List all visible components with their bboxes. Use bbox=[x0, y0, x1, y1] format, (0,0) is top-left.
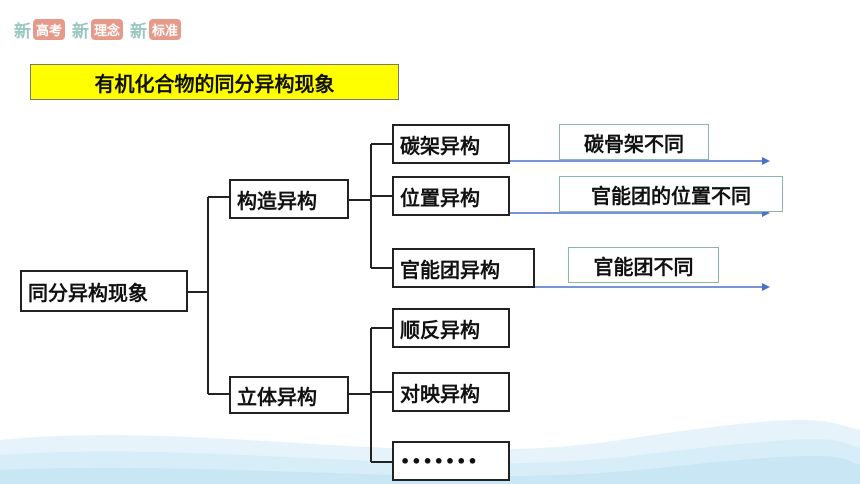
logo-tag-1: 高考 bbox=[33, 18, 66, 40]
node-stereoisomerism: 立体异构 bbox=[229, 376, 349, 414]
node-carbon-skeleton-isomerism: 碳架异构 bbox=[392, 124, 510, 164]
result-carbon-skeleton: 碳骨架不同 bbox=[559, 124, 709, 160]
node-position-isomerism: 位置异构 bbox=[392, 176, 510, 216]
node-cis-trans-isomerism: 顺反异构 bbox=[392, 308, 510, 348]
node-enantiomerism: 对映异构 bbox=[392, 372, 510, 412]
result-functional-group: 官能团不同 bbox=[568, 247, 719, 283]
connector-stereo bbox=[349, 327, 392, 463]
brand-logo: 新 高考 新 理念 新 标准 bbox=[14, 18, 186, 42]
node-root: 同分异构现象 bbox=[20, 270, 188, 312]
logo-tag-2: 理念 bbox=[91, 18, 124, 40]
node-functional-group-isomerism: 官能团异构 bbox=[392, 248, 535, 288]
logo-xin-2: 新 bbox=[72, 21, 90, 42]
logo-tag-3: 标准 bbox=[149, 18, 182, 40]
slide-title: 有机化合物的同分异构现象 bbox=[30, 64, 399, 100]
node-structural-isomerism: 构造异构 bbox=[229, 179, 349, 219]
connector-structural bbox=[349, 143, 392, 269]
connector-root bbox=[188, 196, 229, 395]
node-more-ellipsis: ••••••• bbox=[392, 441, 510, 481]
result-position: 官能团的位置不同 bbox=[559, 176, 783, 212]
logo-xin-1: 新 bbox=[14, 21, 31, 42]
logo-xin-3: 新 bbox=[130, 21, 148, 42]
